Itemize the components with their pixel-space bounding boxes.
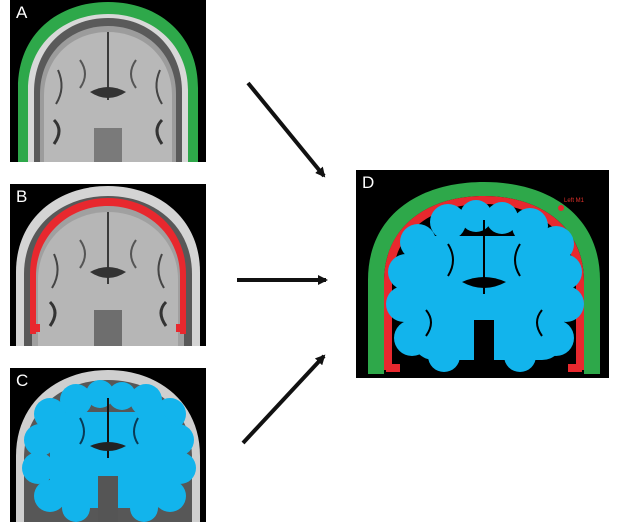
panel-a: A <box>10 0 206 162</box>
landmark-dot <box>558 205 564 211</box>
landmark-label: Left M1 <box>564 198 585 204</box>
panel-d: D Left M1 <box>356 170 609 378</box>
mri-slice-a <box>10 0 206 162</box>
arrow-c-to-d <box>241 354 326 445</box>
brain-layer-d <box>386 200 584 372</box>
panel-a-label: A <box>16 3 28 22</box>
mri-slice-c <box>10 368 206 522</box>
segmentation-composite-d <box>356 170 609 378</box>
panel-d-label: D <box>362 173 375 192</box>
arrow-a-to-d <box>246 81 326 178</box>
panel-c: C <box>10 368 206 522</box>
panel-b: B <box>10 184 206 346</box>
panel-b-label: B <box>16 187 28 206</box>
mri-slice-b <box>10 184 206 346</box>
panel-c-label: C <box>16 371 29 390</box>
